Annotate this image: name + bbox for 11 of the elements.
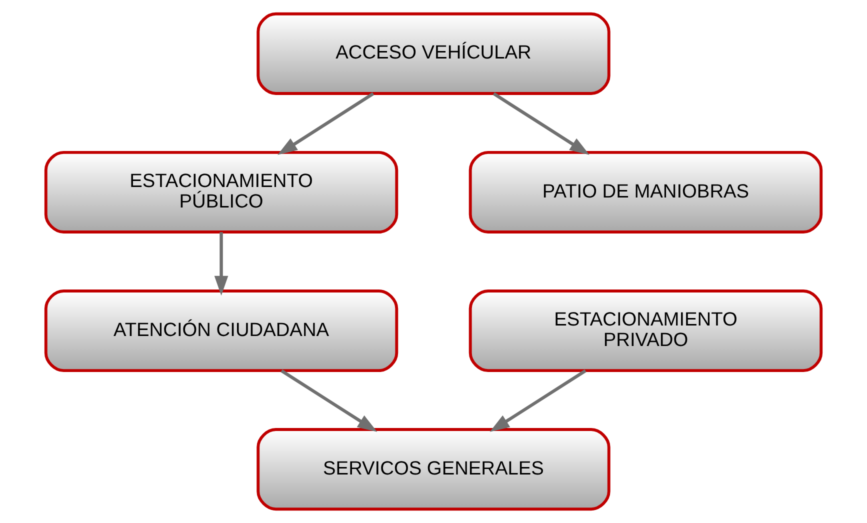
node-box: ATENCIÓN CIUDADANA <box>44 290 398 372</box>
node-box: PATIO DE MANIOBRAS <box>468 150 823 234</box>
arrow <box>492 92 590 155</box>
node-box: ESTACIONAMIENTO PRIVADO <box>468 290 823 372</box>
arrow <box>214 232 228 296</box>
arrow <box>280 369 378 432</box>
node-box: ESTACIONAMIENTO PÚBLICO <box>44 150 398 234</box>
node-box: SERVICOS GENERALES <box>256 428 610 511</box>
arrow <box>490 369 586 432</box>
arrow <box>278 92 374 155</box>
node-box: ACCESO VEHÍCULAR <box>256 12 610 95</box>
